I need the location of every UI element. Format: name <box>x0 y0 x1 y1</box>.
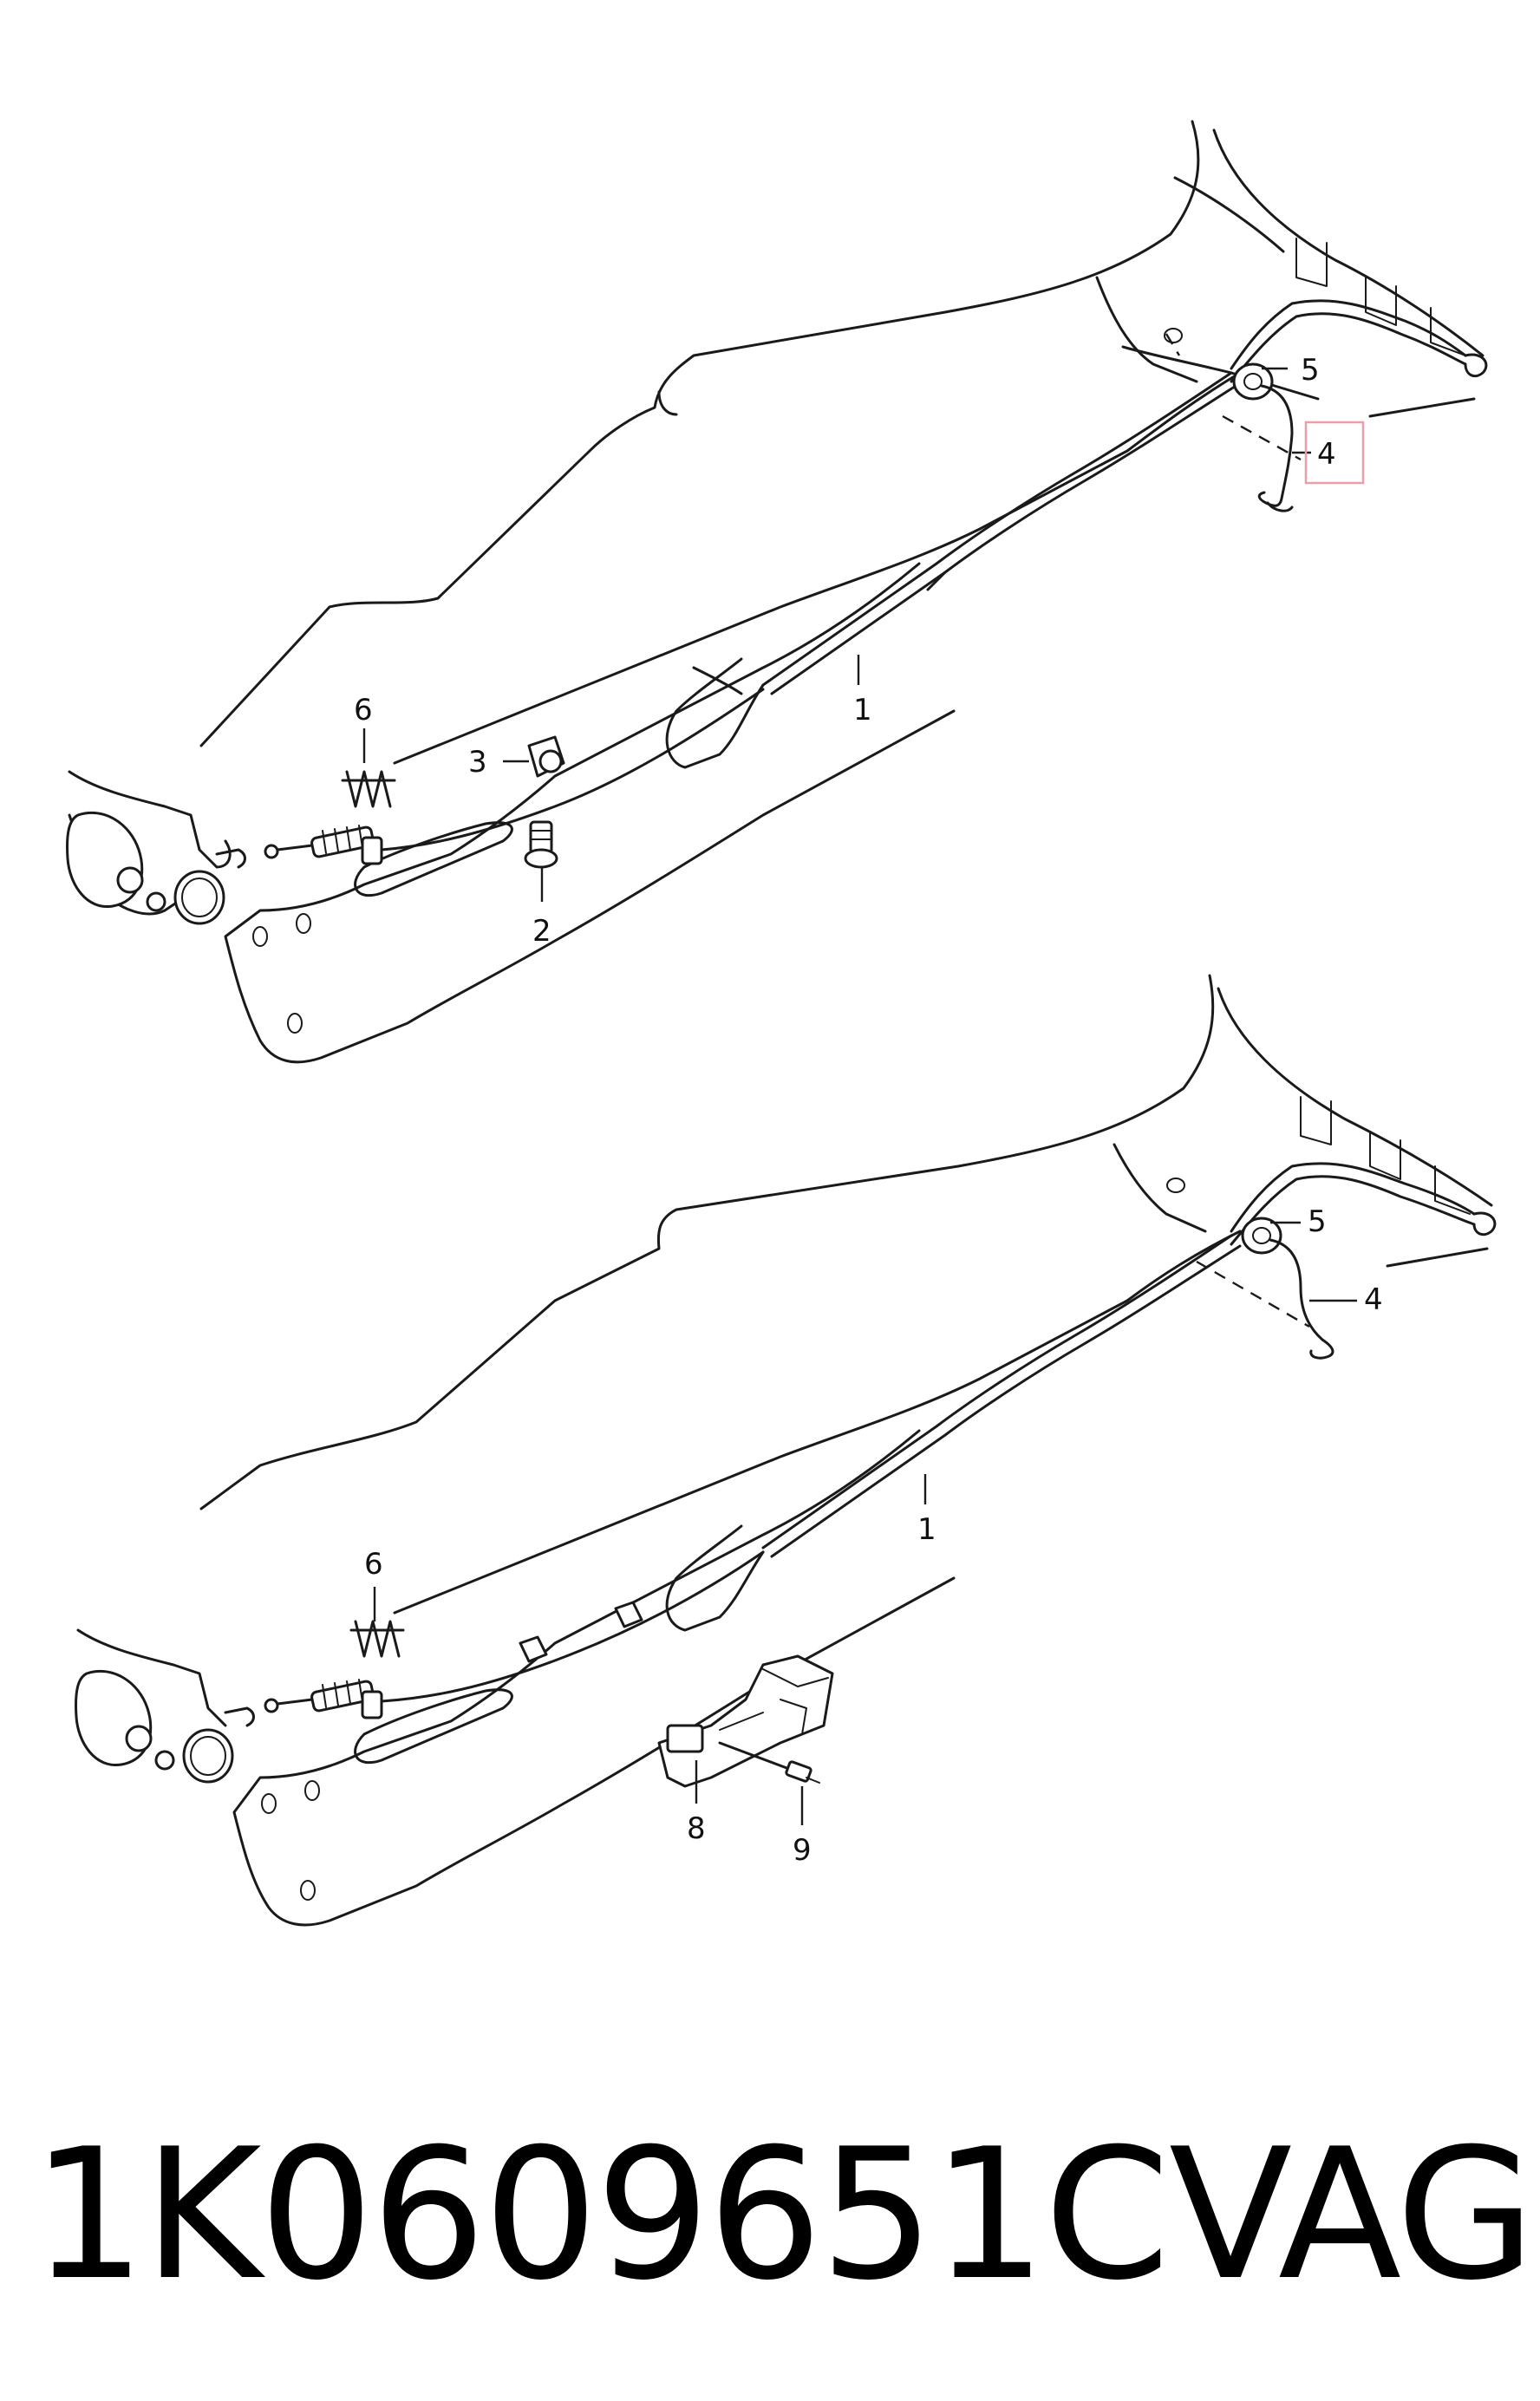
lower-bolt-9 <box>718 1741 820 1784</box>
upper-rail-bracket <box>224 562 956 1064</box>
lower-callout-6: 6 <box>364 1547 383 1582</box>
lower-grommet-5 <box>1241 1217 1282 1255</box>
upper-callout-1: 1 <box>853 693 872 727</box>
lower-callout-1: 1 <box>917 1512 936 1547</box>
upper-callout-5: 5 <box>1301 353 1320 388</box>
upper-spring-4 <box>1257 384 1294 512</box>
upper-grommet-5 <box>1232 362 1274 401</box>
brand-name: VAG <box>1169 2111 1536 2320</box>
lower-brake-caliper <box>75 1628 255 1784</box>
lower-brake-cable <box>264 1162 1497 1719</box>
upper-callout-4-highlight <box>1304 421 1365 485</box>
lower-callout-5: 5 <box>1308 1204 1327 1239</box>
lower-view: 1 4 5 6 8 9 <box>75 974 1497 1927</box>
upper-view: 1 2 3 4 5 6 <box>66 120 1488 1064</box>
upper-dash-4 <box>1222 414 1302 461</box>
upper-eyelet <box>1164 328 1183 343</box>
lower-rail-bracket <box>232 1429 956 1927</box>
upper-holder-3 <box>527 735 565 778</box>
lower-callout-4: 4 <box>1364 1282 1383 1317</box>
lower-spring-4 <box>1269 1238 1334 1360</box>
upper-callout-6: 6 <box>354 693 373 727</box>
upper-body-panel <box>199 120 1485 765</box>
lower-lever-assembly-8 <box>657 1654 834 1788</box>
lower-eyelet <box>1166 1178 1185 1193</box>
lower-leaders <box>373 1221 1357 1825</box>
upper-leaders <box>362 367 1311 902</box>
upper-callout-2: 2 <box>532 914 551 949</box>
lower-callout-9: 9 <box>793 1833 812 1868</box>
lower-dash-4 <box>1196 1260 1310 1328</box>
upper-brake-caliper <box>66 770 246 925</box>
upper-bolt-2 <box>524 820 558 869</box>
upper-callout-3: 3 <box>468 745 487 780</box>
upper-clip-6 <box>341 770 396 808</box>
lower-callout-8: 8 <box>687 1811 706 1846</box>
lower-clip-6 <box>349 1620 405 1658</box>
upper-callout-4: 4 <box>1317 437 1336 472</box>
part-number: 1K0609651C <box>31 2111 1170 2320</box>
lower-body-panel <box>199 974 1493 1615</box>
upper-dash-5 <box>1165 333 1181 356</box>
upper-brake-cable <box>264 299 1488 865</box>
